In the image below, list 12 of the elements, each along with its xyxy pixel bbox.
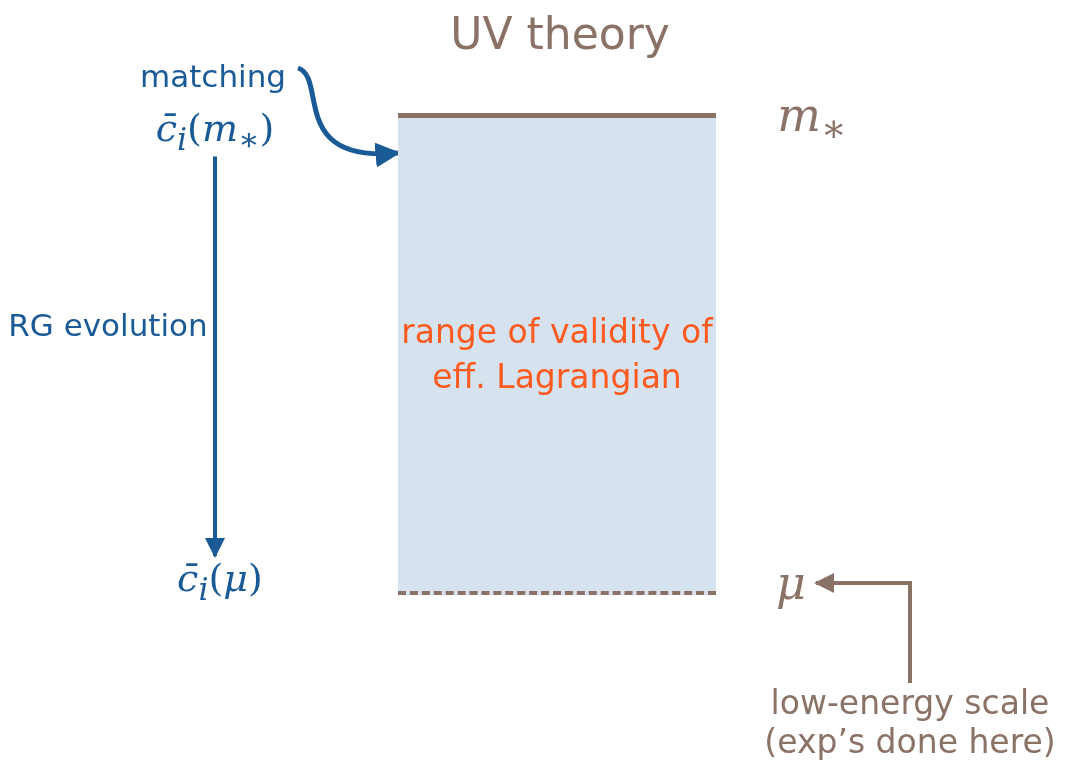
arrow	[814, 573, 912, 683]
annotation-text: low-energy scale (exp’s done here)	[740, 683, 1074, 761]
math-label: c̄$_{i}$(m$_{∗}$)	[130, 106, 300, 157]
scale-label: μ	[766, 556, 816, 610]
edge-label: RG evolution	[8, 306, 208, 345]
heading-text: UV theory	[440, 8, 680, 59]
annotation-text: matching	[128, 58, 298, 94]
scale-label: m$_{∗}$	[762, 88, 862, 151]
validity-range-band	[398, 113, 716, 595]
math-label: c̄$_{i}$(μ)	[160, 556, 280, 607]
band-caption: range of validity of eff. Lagrangian	[400, 310, 715, 398]
arrow	[205, 156, 225, 558]
